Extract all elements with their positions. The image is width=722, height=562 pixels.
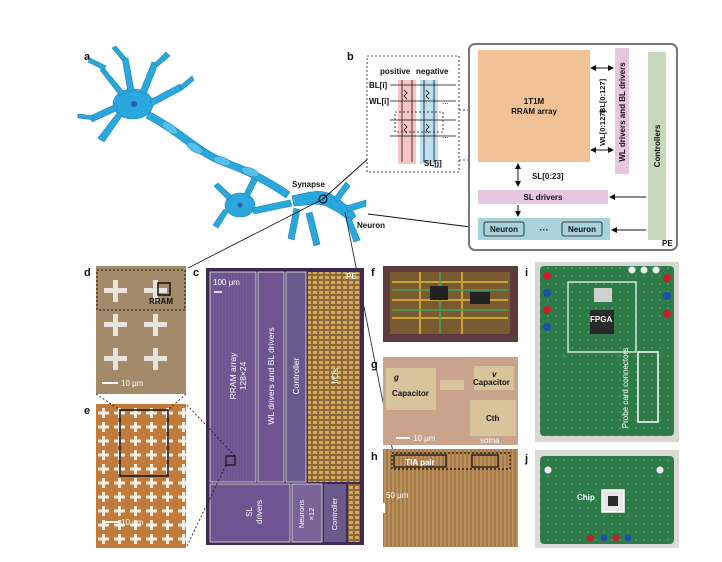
positive-label: positive [380,67,411,76]
sl-bus-label: SL[0:23] [532,172,564,181]
die-scale: 100 μm [213,278,240,287]
controllers-label: Controllers [653,124,662,167]
row-dots: ... [442,97,449,106]
synapse-marker [318,194,328,204]
panel-letter-f: f [371,267,375,279]
wl-bl-drivers-label: WL drivers and BL drivers [618,62,627,162]
panel-letter-j: j [524,453,528,465]
sl-drivers-label: SL drivers [524,193,564,202]
d-e-link [167,393,187,411]
neuron-box-right [561,221,603,237]
capacitor-left-label: Capacitor [392,389,429,398]
micrograph-h: TIA pair 50 μm [383,449,518,547]
capacitor-right-label: Capacitor [473,378,510,387]
neuron-box-left-label: Neuron [490,225,518,234]
pe-block-diagram: 1T1M RRAM array WL drivers and BL driver… [468,43,678,251]
die-rram-line2: 128×24 [238,361,248,390]
die-controller-small [324,484,346,542]
micrograph-g: Capacitor Capacitor Cth g v 10 μm soma [383,357,518,445]
board-i: FPGA Probe card connectors [535,262,679,442]
die-wl-bl-label: WL drivers and BL drivers [266,327,276,424]
rram-array-line1: 1T1M [524,97,545,106]
soma-label: soma [480,436,500,445]
die-to-e-link [185,464,227,549]
neuron-illustration [77,45,367,247]
sl-label: SL[j] [424,159,442,168]
die-pe-label: PE [346,272,357,281]
micrograph-f [383,266,518,342]
wl-bl-drivers-block [615,48,629,174]
controllers-block [648,52,666,240]
rram-label: RRAM [149,297,173,306]
die-neurons-label-2: ×12 [307,508,316,521]
probe-card-label: Probe card connectors [621,348,630,429]
die-sl-drivers [210,484,290,542]
bl-bus-label: BL[0:127] [598,78,607,113]
tia-label: TIA pair [405,458,434,467]
panel-letter-i: i [525,267,528,279]
rram-array-block [478,50,590,162]
neuron-box-left [483,221,525,237]
scale-d: 10 μm [121,379,144,388]
micrograph-d: RRAM 10 μm [96,266,186,394]
synapse-inset: positive negative BL[i] WL[i] SL[j] ... … [366,55,460,173]
die-wl-bl [258,272,284,482]
chip-label: Chip [577,493,595,502]
panel-letter-c: c [193,267,199,279]
neuron-to-pe-arrow [367,213,479,231]
die-zoom-box [225,455,236,466]
g-mark-right: v [492,370,497,379]
scale-e: 10 μm [121,518,144,527]
die-sl-label-2: drivers [255,500,264,524]
die-controller-label: Controller [291,357,301,394]
neuron-box-right-label: Neuron [568,225,596,234]
neuron-ellipsis: ··· [540,225,549,235]
d-e-link-2 [95,393,121,411]
panel-letter-e: e [84,405,90,417]
g-mark-left: g [393,373,399,382]
die-controller-small-label: Controller [330,497,339,530]
pe-label: PE [662,239,673,248]
board-j: Chip [535,450,679,548]
cth-label: Cth [486,414,499,423]
synapse-label: Synapse [292,180,325,189]
micrograph-e: 10 μm [96,404,186,548]
panel-letter-h: h [371,451,378,463]
fpga-label: FPGA [590,315,612,324]
bl-label: BL[i] [369,81,388,90]
upper-nucleus [131,101,137,107]
wl-label: WL[i] [369,97,389,106]
die-ios [308,272,360,482]
wl-bus-label: WL[0:127] [598,110,607,146]
die-rram-line1: RRAM array [228,352,238,400]
scale-h: 50 μm [386,491,409,500]
die-rram-array [210,272,256,482]
synapse-to-chip-line [187,198,324,269]
panel-letter-d: d [84,267,91,279]
die-neurons-label-1: Neurons [297,500,306,529]
rram-array-line2: RRAM array [511,107,557,116]
banana-connectors [543,266,671,331]
die-neurons [292,484,322,542]
sl-drivers-block [478,190,608,204]
scale-g: 10 μm [413,434,436,443]
die-controller [286,272,306,482]
row-dots-2: ... [442,131,449,140]
die-sl-label-1: SL [245,507,254,517]
neuron-label: Neuron [357,221,385,230]
die-ios-label: I/Os [330,368,340,384]
lower-nucleus [237,202,243,208]
negative-label: negative [416,67,449,76]
panel-letter-a: a [84,51,91,63]
panel-letter-b: b [347,51,354,63]
panel-letter-g: g [371,359,378,371]
chip-die: PE 100 μm RRAM array 128×24 WL drivers a… [206,268,364,545]
